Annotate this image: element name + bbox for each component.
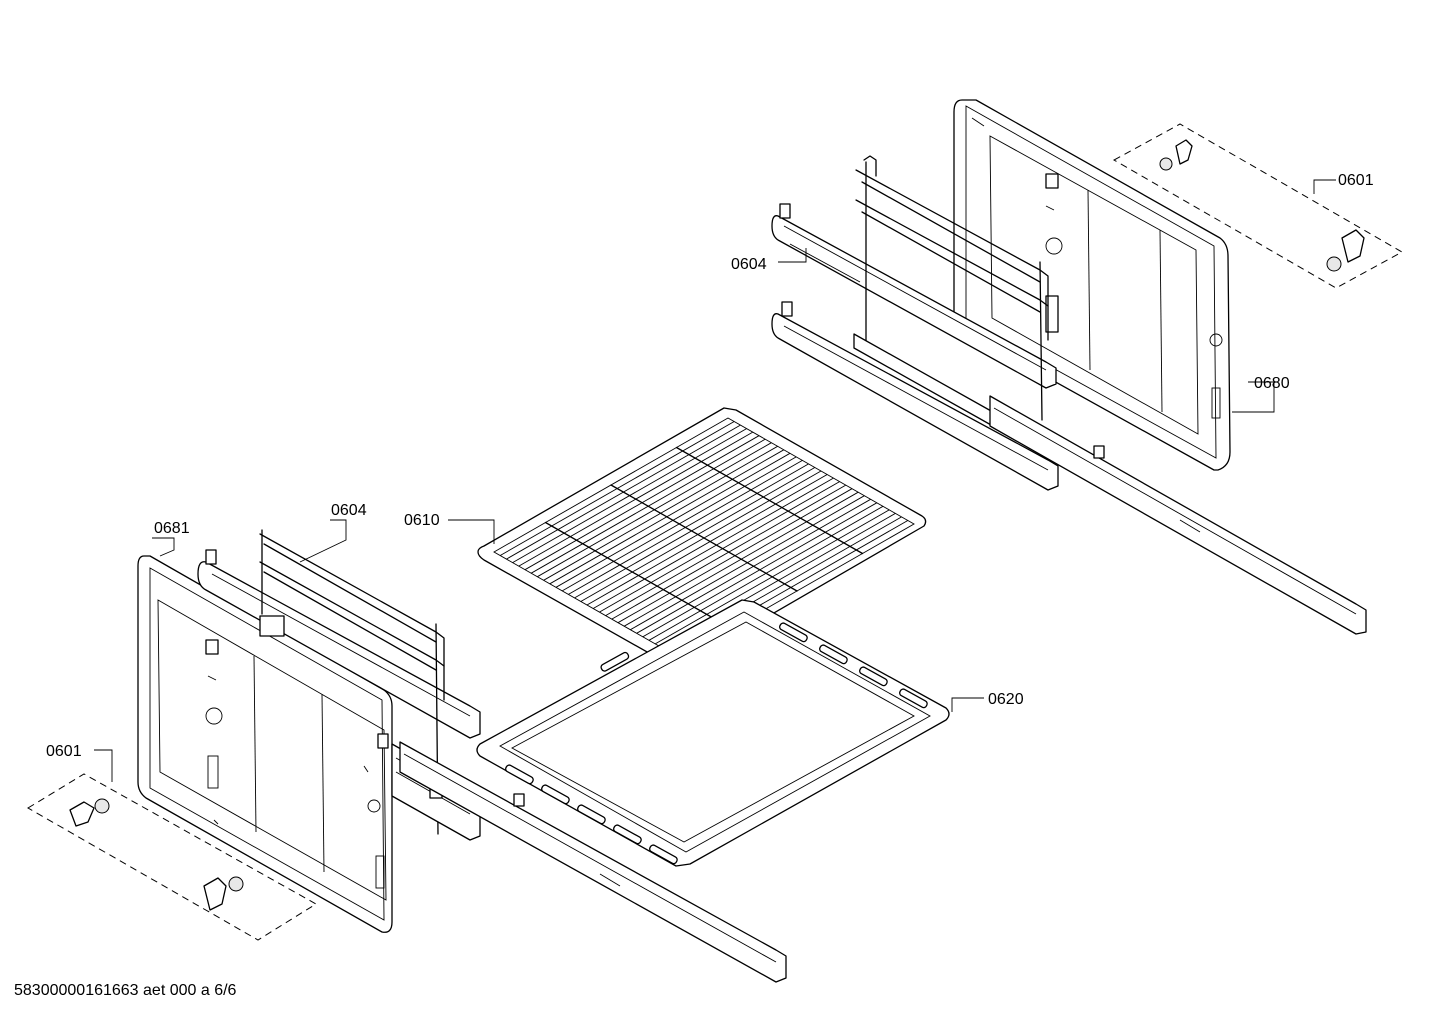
callout-0610: 0610 (404, 512, 440, 529)
tray-slot (505, 764, 534, 785)
right-clip-set-0601 (1112, 123, 1404, 289)
callout-0604-top: 0604 (731, 256, 767, 273)
tray-slot (779, 622, 808, 643)
tray-slot (613, 824, 642, 845)
left-clip-set-0601 (27, 773, 317, 941)
callout-0680: 0680 (1254, 375, 1290, 392)
callout-0601-left: 0601 (46, 743, 82, 760)
baking-tray-0620 (476, 599, 950, 867)
rack-cross-wire (610, 484, 798, 592)
right-side-panel-0680 (953, 99, 1231, 471)
tray-slot (859, 666, 888, 687)
callout-0604-left: 0604 (331, 502, 367, 519)
tray-slot (600, 651, 630, 672)
left-side-panel-0681 (137, 555, 393, 933)
wire-rack-0610 (477, 407, 927, 667)
leader-lines (94, 179, 1336, 782)
right-rails-0604 (771, 155, 1367, 635)
rack-cross-wire (544, 521, 733, 630)
rack-cross-wire (675, 446, 864, 555)
tray-slot (577, 804, 606, 825)
tray-slot (541, 784, 570, 805)
document-number: 58300000161663 aet 000 a 6/6 (14, 982, 237, 999)
left-rails-0604 (197, 529, 787, 983)
tray-slot (899, 688, 928, 709)
tray-slot (819, 644, 848, 665)
callout-0681: 0681 (154, 520, 190, 537)
tray-slot (649, 844, 678, 865)
callout-0620: 0620 (988, 691, 1024, 708)
callout-0601-top: 0601 (1338, 172, 1374, 189)
